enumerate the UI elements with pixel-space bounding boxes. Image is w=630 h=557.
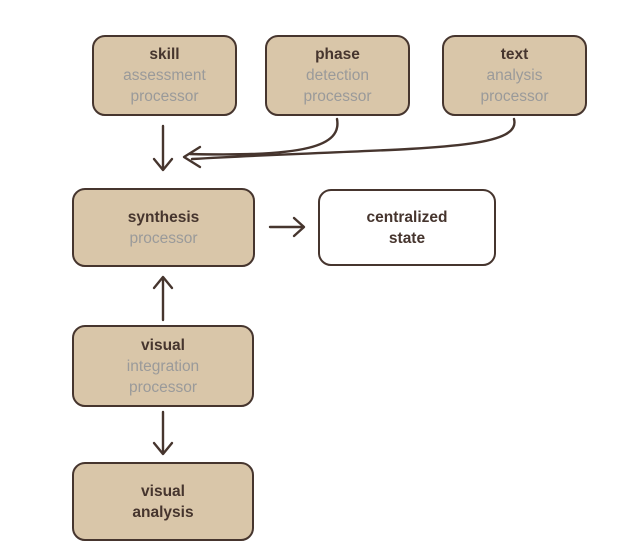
node-title: visual	[141, 482, 185, 500]
node-title: phase	[315, 46, 360, 63]
node-subtitle: processor	[129, 229, 198, 247]
node-centralized-state: centralized state	[318, 189, 496, 266]
arrow-synthesis-to-centralized-state	[268, 216, 306, 238]
node-title: state	[388, 229, 426, 247]
node-subtitle: integration	[126, 357, 200, 375]
node-subtitle: analysis	[486, 67, 543, 84]
node-subtitle: detection	[306, 67, 369, 84]
node-visual-integration-processor: visual integration processor	[72, 325, 254, 407]
node-subtitle: processor	[303, 88, 372, 105]
node-skill-assessment-processor: skill assessment processor	[92, 35, 237, 116]
node-title: skill	[149, 46, 180, 63]
node-text-analysis-processor: text analysis processor	[442, 35, 587, 116]
node-visual-analysis: visual analysis	[72, 462, 254, 541]
node-subtitle: processor	[128, 378, 198, 396]
node-subtitle: processor	[130, 88, 199, 105]
node-title: visual	[141, 336, 185, 354]
node-subtitle: assessment	[123, 67, 206, 84]
node-title: synthesis	[127, 208, 200, 226]
arrow-skill-to-synthesis	[152, 124, 174, 172]
arrow-visual-integration-to-synthesis	[152, 275, 174, 322]
node-title: text	[500, 46, 529, 63]
arrow-text-to-synthesis	[182, 117, 516, 169]
node-title: analysis	[132, 503, 194, 521]
node-title: centralized	[366, 208, 448, 226]
node-subtitle: processor	[480, 88, 549, 105]
arrow-visual-integration-to-visual-analysis	[152, 410, 174, 456]
node-phase-detection-processor: phase detection processor	[265, 35, 410, 116]
node-synthesis-processor: synthesis processor	[72, 188, 255, 267]
arrow-phase-to-synthesis	[188, 117, 339, 156]
